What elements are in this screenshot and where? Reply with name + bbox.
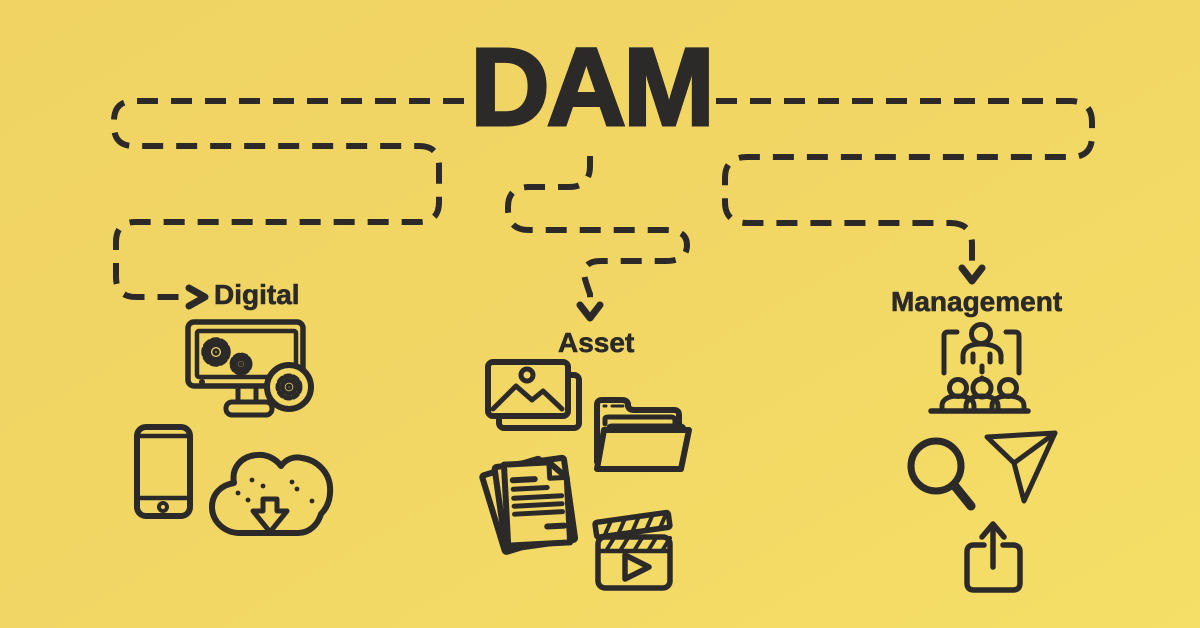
download-arrow-icon [250,496,290,535]
folder-icon [594,397,692,472]
branch-label-asset: Asset [558,327,635,358]
upload-icon [964,521,1023,593]
monitor-gears-icon [185,319,314,418]
branch-label-digital: Digital [214,279,300,310]
arrow-right-icon [185,284,209,310]
smartphone-icon [134,424,193,519]
cloud-download-icon [209,451,334,536]
right-flow-path [716,98,1095,285]
play-icon [622,552,652,582]
arrow-down-icon [958,264,986,285]
documents-icon [479,454,579,555]
branch-label-management: Management [891,286,1063,317]
left-flow-path [111,98,464,310]
middle-flow-path [505,156,690,322]
team-icon [928,322,1031,414]
photos-icon [485,359,582,431]
search-icon [907,437,976,511]
paper-plane-icon [984,430,1058,504]
arrow-down-icon [576,301,604,322]
page-title: DAM [469,26,717,149]
clapperboard-icon [592,509,673,591]
